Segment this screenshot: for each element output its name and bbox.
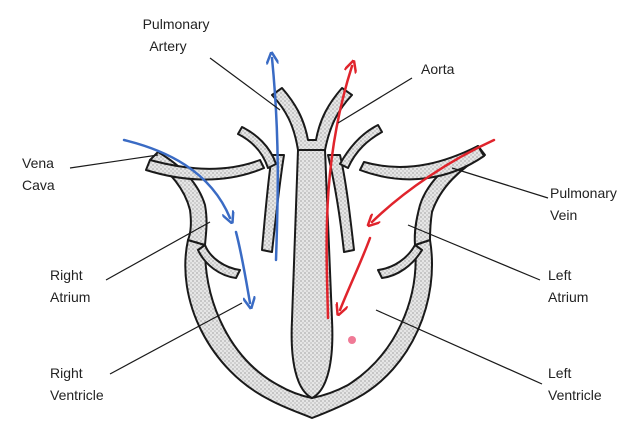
- red-flow-arrows: [327, 66, 494, 318]
- label-vena-cava: Vena Cava: [22, 155, 58, 193]
- label-right-atrium: Right Atrium: [50, 267, 90, 305]
- label-right-ventricle: Right Ventricle: [50, 365, 104, 403]
- label-left-ventricle: Left Ventricle: [548, 365, 602, 403]
- label-pulmonary-vein: Pulmonary Vein: [550, 185, 621, 223]
- pointer-pulmonary-vein: [452, 168, 548, 198]
- pointer-pulmonary-artery: [210, 58, 280, 110]
- label-pulmonary-artery: Pulmonary Artery: [143, 16, 214, 54]
- label-left-atrium: Left Atrium: [548, 267, 588, 305]
- pointer-vena-cava: [70, 155, 158, 168]
- pointer-aorta: [338, 78, 412, 123]
- marker-dot: [348, 336, 356, 344]
- blue-arrow-to-ventricle: [236, 232, 250, 303]
- label-aorta: Aorta: [421, 61, 455, 77]
